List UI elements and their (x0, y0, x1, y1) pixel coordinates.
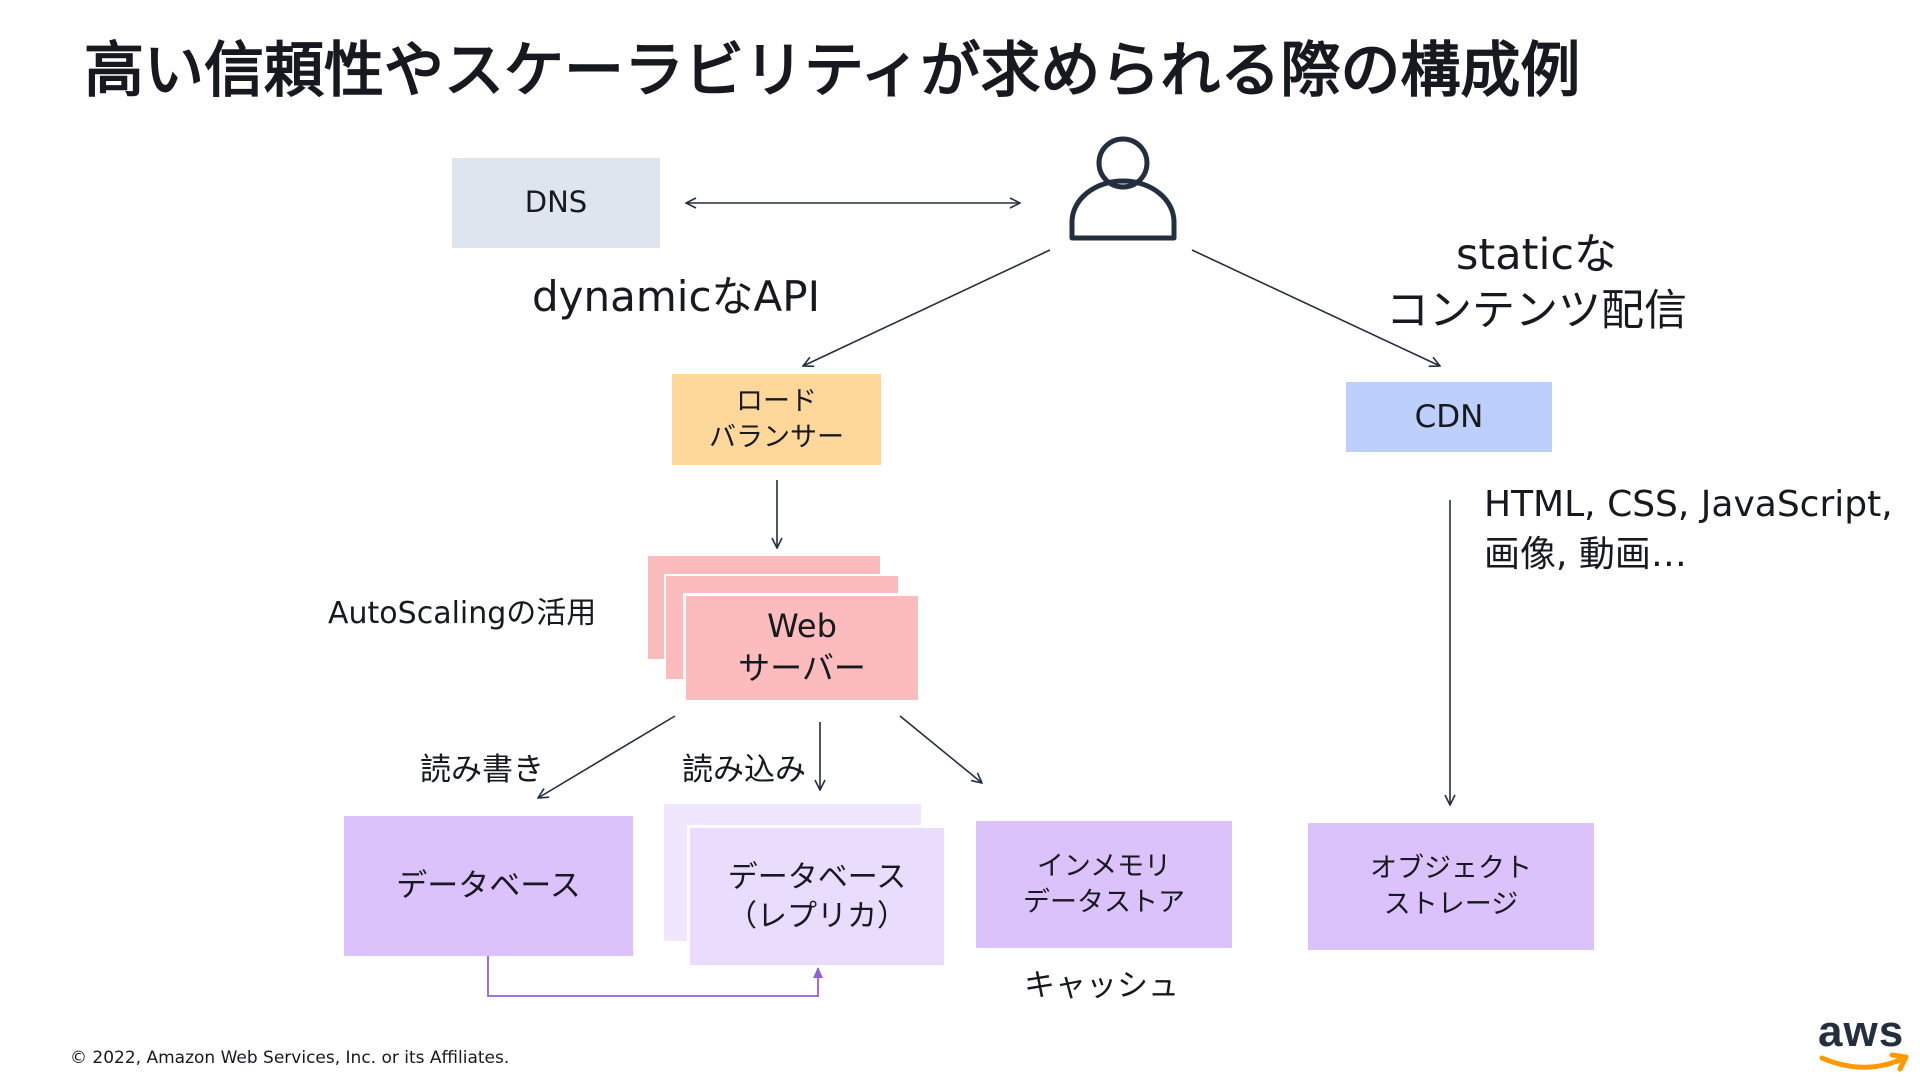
user-to-lb-arrow (803, 249, 1051, 366)
database-label: データベース (396, 867, 581, 904)
static-content-label-line1: staticな (1455, 230, 1618, 280)
database-replica-label-line2: （レプリカ） (727, 898, 907, 934)
copyright-footer: © 2022, Amazon Web Services, Inc. or its… (70, 1048, 510, 1068)
load-balancer-node: ロード バランサー (672, 374, 881, 465)
cdn-label: CDN (1414, 398, 1484, 435)
web-server-node: Web サーバー (686, 596, 918, 700)
read-write-label: 読み書き (420, 752, 544, 788)
static-content-label: staticな コンテンツ配信 (1386, 228, 1687, 340)
static-files-label-line2: 画像, 動画… (1484, 534, 1687, 576)
cdn-node: CDN (1346, 382, 1552, 452)
web-to-db-arrow (538, 715, 676, 798)
static-files-label-line1: HTML, CSS, JavaScript, (1484, 484, 1893, 525)
database-node: データベース (344, 816, 633, 956)
dns-label: DNS (524, 185, 588, 220)
autoscaling-label: AutoScalingの活用 (328, 596, 597, 631)
dynamic-api-label: dynamicなAPI (532, 272, 820, 321)
load-balancer-label-line1: ロード (736, 386, 817, 418)
web-to-cache-arrow (899, 715, 982, 783)
replication-arrow (487, 956, 823, 997)
database-replica-node: データベース （レプリカ） (690, 828, 944, 965)
user-to-cdn-arrow (1191, 249, 1440, 366)
object-storage-label-line1: オブジェクト (1370, 853, 1532, 885)
static-files-label: HTML, CSS, JavaScript, 画像, 動画… (1484, 480, 1893, 581)
load-balancer-label-line2: バランサー (709, 421, 844, 453)
aws-logo: aws (1818, 1010, 1914, 1076)
aws-smile-icon (1819, 1052, 1909, 1072)
static-content-label-line2: コンテンツ配信 (1386, 285, 1687, 336)
web-server-label-line2: サーバー (738, 649, 866, 687)
user-icon (1069, 136, 1177, 241)
page-title: 高い信頼性やスケーラビリティが求められる際の構成例 (84, 36, 1581, 106)
cache-label: キャッシュ (1024, 968, 1179, 1004)
web-server-label-line1: Web (767, 607, 837, 646)
object-storage-node: オブジェクト ストレージ (1308, 823, 1594, 950)
in-memory-store-label-line1: インメモリ (1036, 851, 1172, 883)
aws-logo-text: aws (1818, 1007, 1905, 1056)
read-label: 読み込み (682, 752, 806, 788)
dns-node: DNS (452, 158, 660, 248)
in-memory-store-node: インメモリ データストア (976, 821, 1232, 948)
object-storage-label-line2: ストレージ (1383, 888, 1519, 920)
database-replica-label-line1: データベース (727, 859, 907, 895)
in-memory-store-label-line2: データストア (1023, 886, 1185, 918)
